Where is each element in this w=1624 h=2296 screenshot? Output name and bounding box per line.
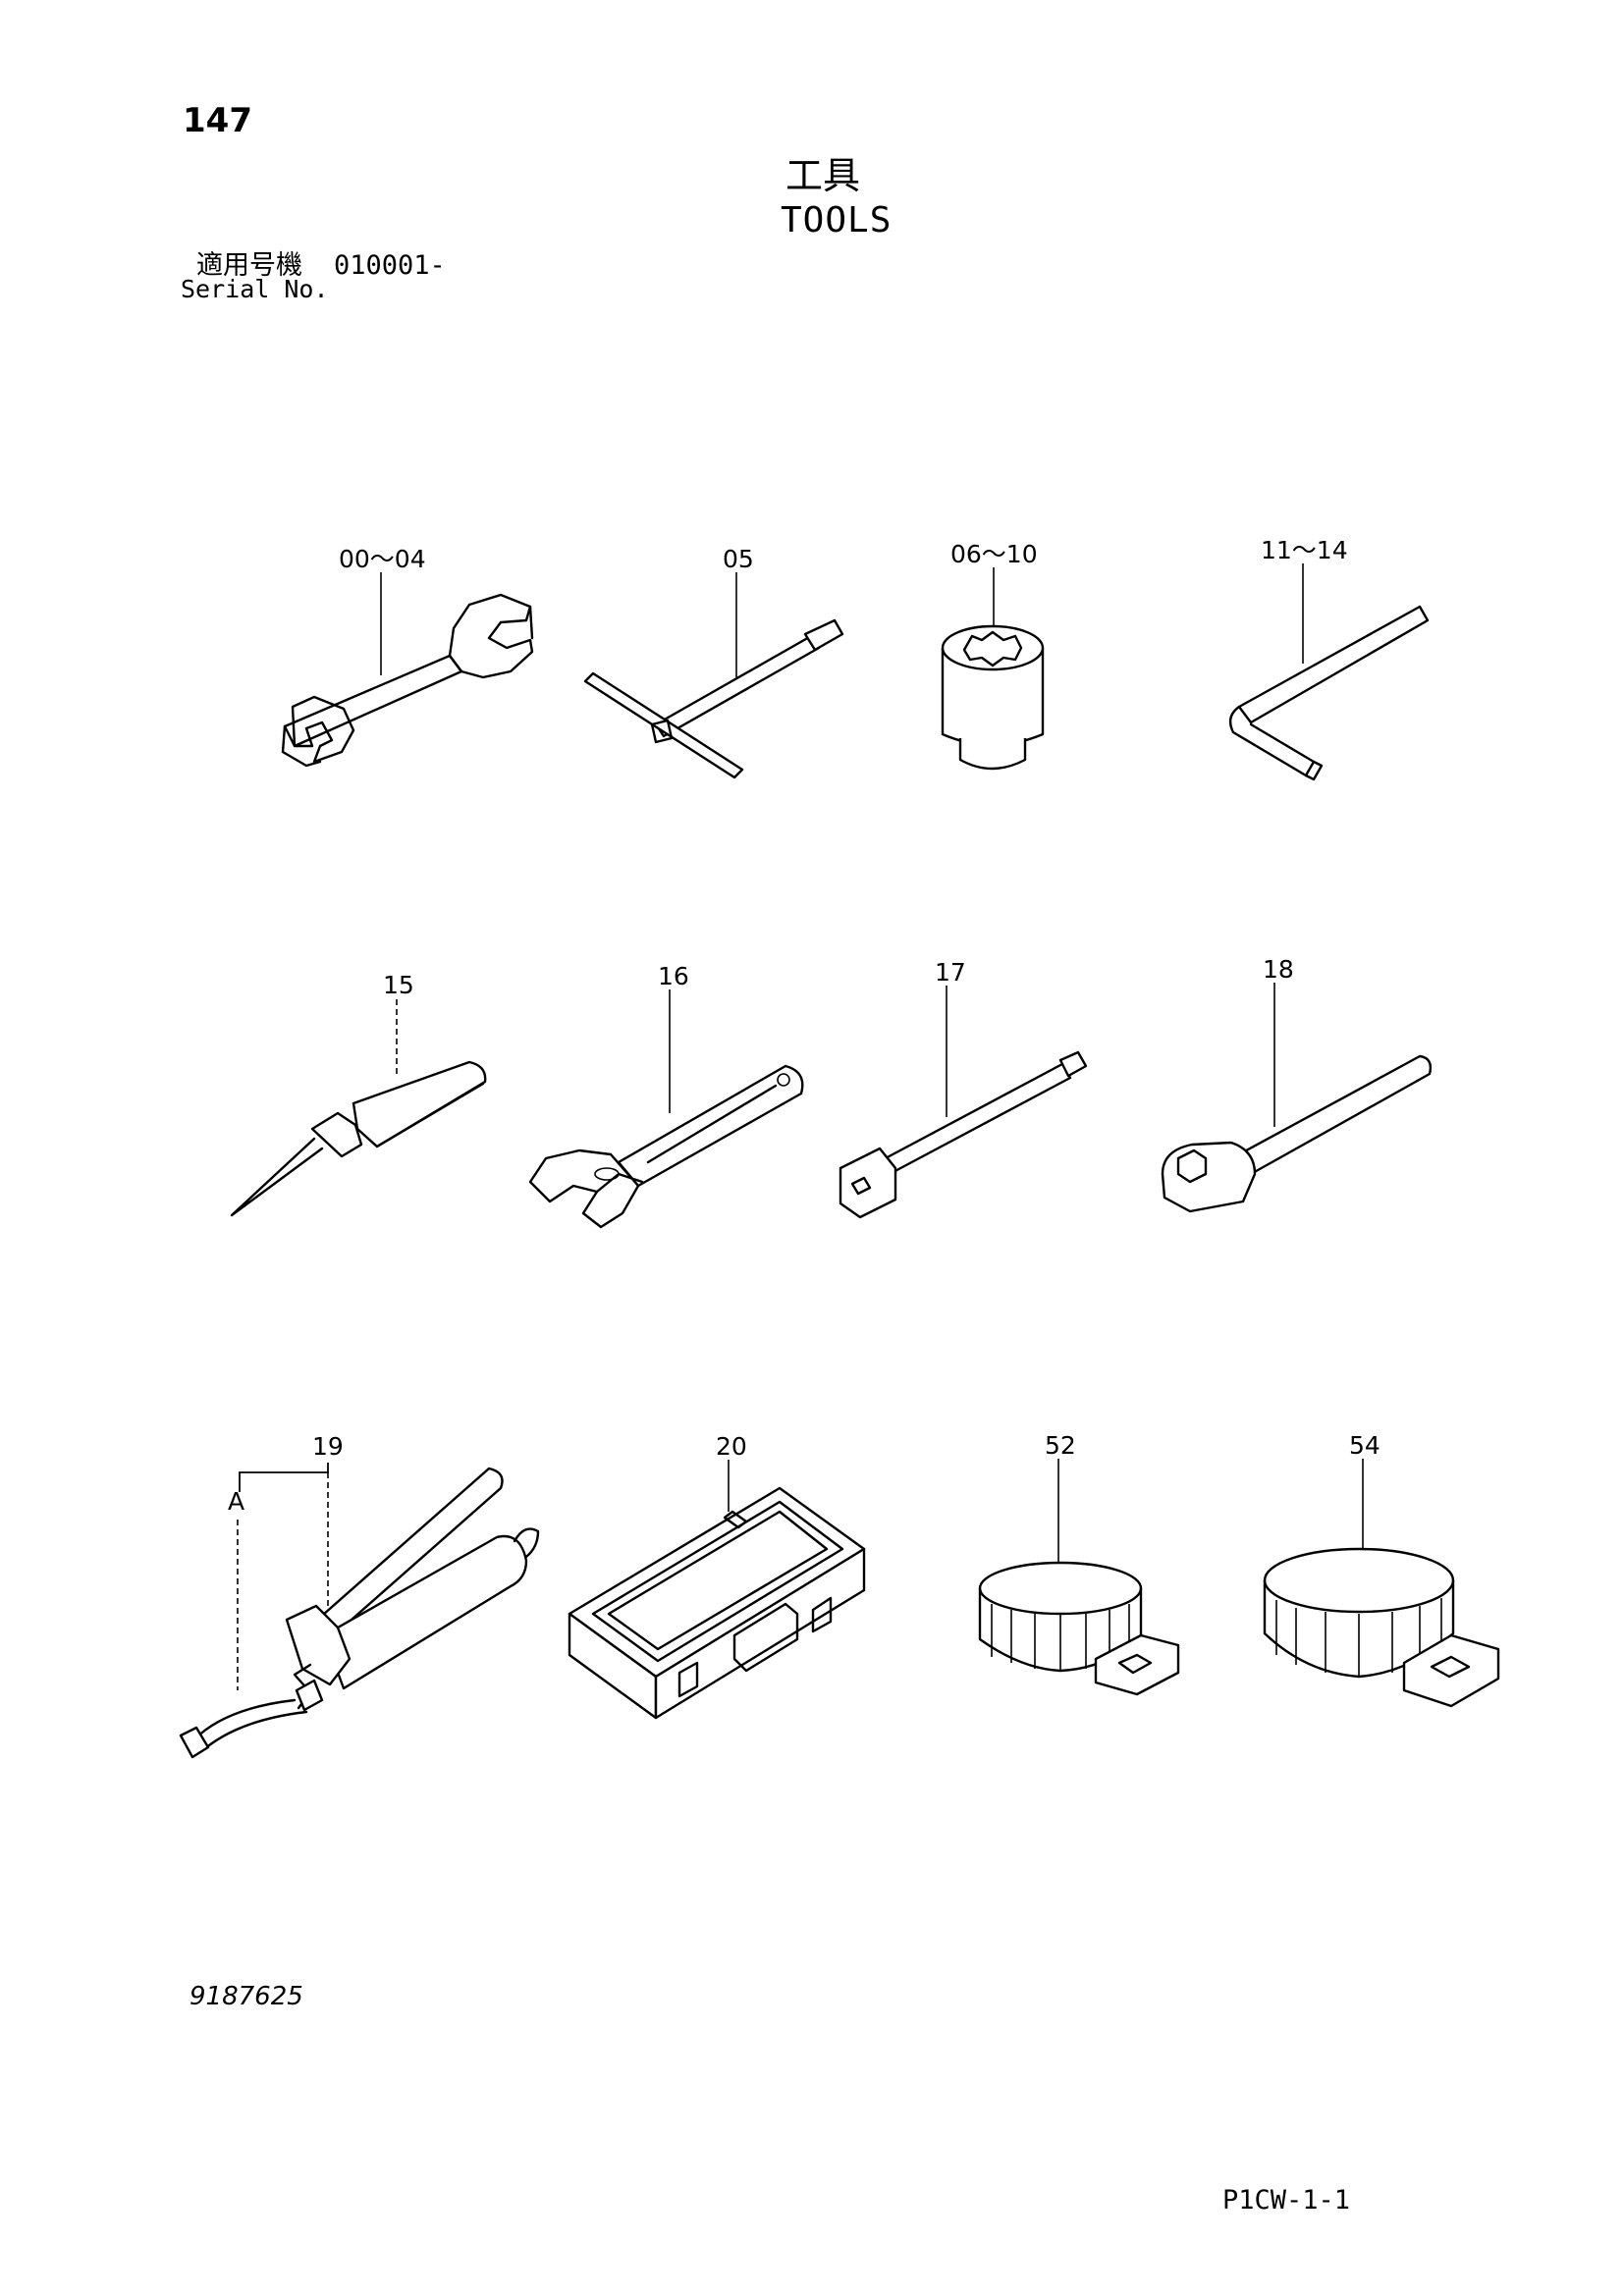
part-label-screwdriver: 15 [383, 971, 414, 999]
extension-bar-drawing: 17 [839, 958, 1088, 1219]
filter-wrench-large-drawing: 54 [1263, 1431, 1500, 1708]
part-label-t-socket-wrench: 05 [723, 545, 754, 573]
page-title: TOOLS [781, 200, 893, 240]
serial-range: 010001- [334, 250, 446, 281]
page-number: 147 [183, 101, 252, 140]
ratchet-handle-drawing: 18 [1161, 955, 1433, 1213]
part-label-filter-wrench-small: 52 [1045, 1431, 1076, 1460]
part-label-socket: 06～10 [950, 540, 1038, 568]
serial-label-japanese: 適用号機 [196, 250, 302, 281]
filter-wrench-small-drawing: 52 [978, 1431, 1180, 1696]
detail-callout-label: A [228, 1487, 244, 1516]
grease-gun-drawing: 19 A [179, 1432, 540, 1759]
part-label-spanner: 00～04 [339, 545, 426, 573]
serial-label: Serial No. [181, 275, 329, 303]
page-code: P1CW-1-1 [1222, 2185, 1351, 2216]
part-label-hex-key: 11～14 [1261, 536, 1348, 564]
tool-box-drawing: 20 [568, 1432, 866, 1720]
part-label-adjustable-wrench: 16 [658, 962, 689, 990]
socket-drawing: 06～10 [941, 540, 1045, 771]
drawing-number: 9187625 [189, 1982, 303, 2011]
adjustable-wrench-drawing: 16 [528, 962, 804, 1229]
part-label-tool-box: 20 [716, 1432, 747, 1461]
part-label-ratchet-handle: 18 [1263, 955, 1294, 984]
part-label-filter-wrench-large: 54 [1349, 1431, 1380, 1460]
part-label-extension-bar: 17 [935, 958, 966, 987]
screwdriver-drawing: 15 [230, 971, 487, 1217]
hex-key-drawing: 11～14 [1228, 536, 1430, 781]
t-socket-wrench-drawing: 05 [583, 545, 844, 779]
spanner-drawing: 00～04 [281, 545, 534, 768]
part-label-grease-gun: 19 [312, 1432, 344, 1461]
page-title-japanese: 工具 [785, 154, 861, 197]
